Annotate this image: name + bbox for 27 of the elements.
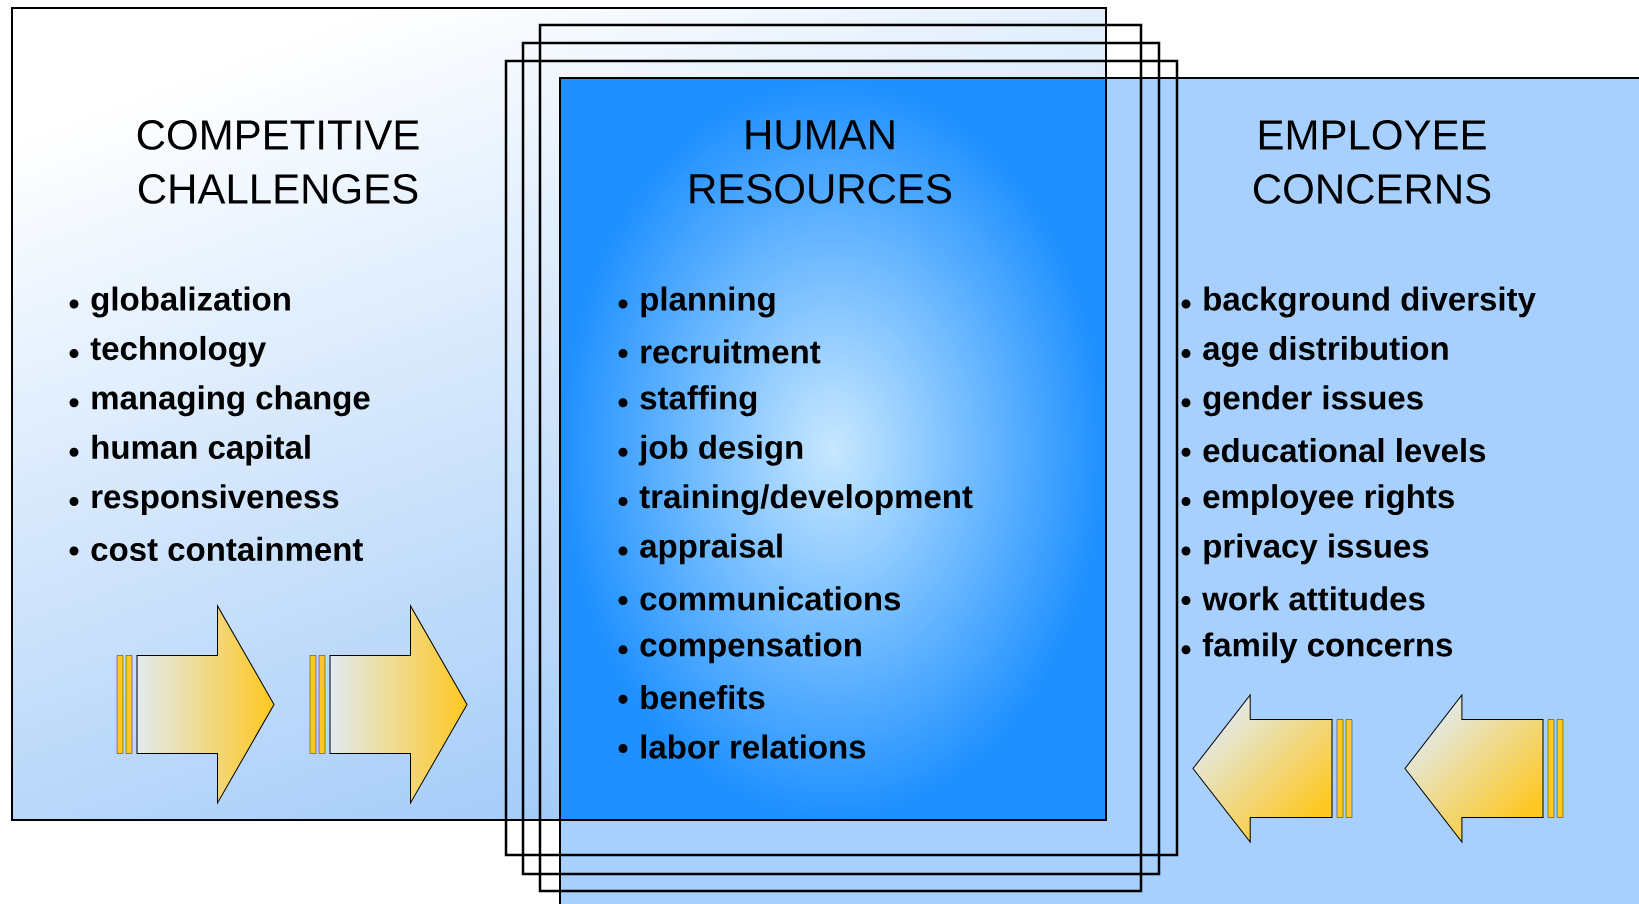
list-item: family concerns — [1181, 632, 1453, 664]
list-item: benefits — [618, 685, 765, 710]
heading: EMPLOYEE CONCERNS — [1253, 120, 1491, 204]
list-item: employee rights — [1181, 484, 1454, 516]
list-item: appraisal — [618, 533, 782, 565]
list-item: managing change — [69, 385, 370, 417]
list-item: job design — [618, 434, 803, 466]
list-item: educational levels — [1181, 438, 1486, 463]
list-item: work attitudes — [1181, 586, 1425, 611]
list-item: technology — [69, 335, 267, 367]
list-item: privacy issues — [1181, 533, 1429, 565]
list-item: staffing — [618, 385, 757, 417]
list-item: responsiveness — [69, 484, 339, 515]
heading: COMPETITIVE CHALLENGES — [137, 120, 419, 204]
list-item: communications — [618, 586, 901, 611]
list-item: globalization — [69, 286, 290, 318]
list-item: cost containment — [69, 536, 363, 562]
list-item: training/development — [618, 484, 973, 516]
list-item: human capital — [69, 434, 310, 466]
list-item: recruitment — [618, 339, 821, 364]
list-item: age distribution — [1181, 335, 1448, 367]
list-item: planning — [618, 286, 775, 318]
list-item: background diversity — [1181, 286, 1536, 318]
list-item: compensation — [618, 632, 861, 664]
list-item: gender issues — [1181, 385, 1423, 417]
heading: HUMAN RESOURCES — [690, 120, 952, 204]
list-item: labor relations — [618, 734, 866, 759]
